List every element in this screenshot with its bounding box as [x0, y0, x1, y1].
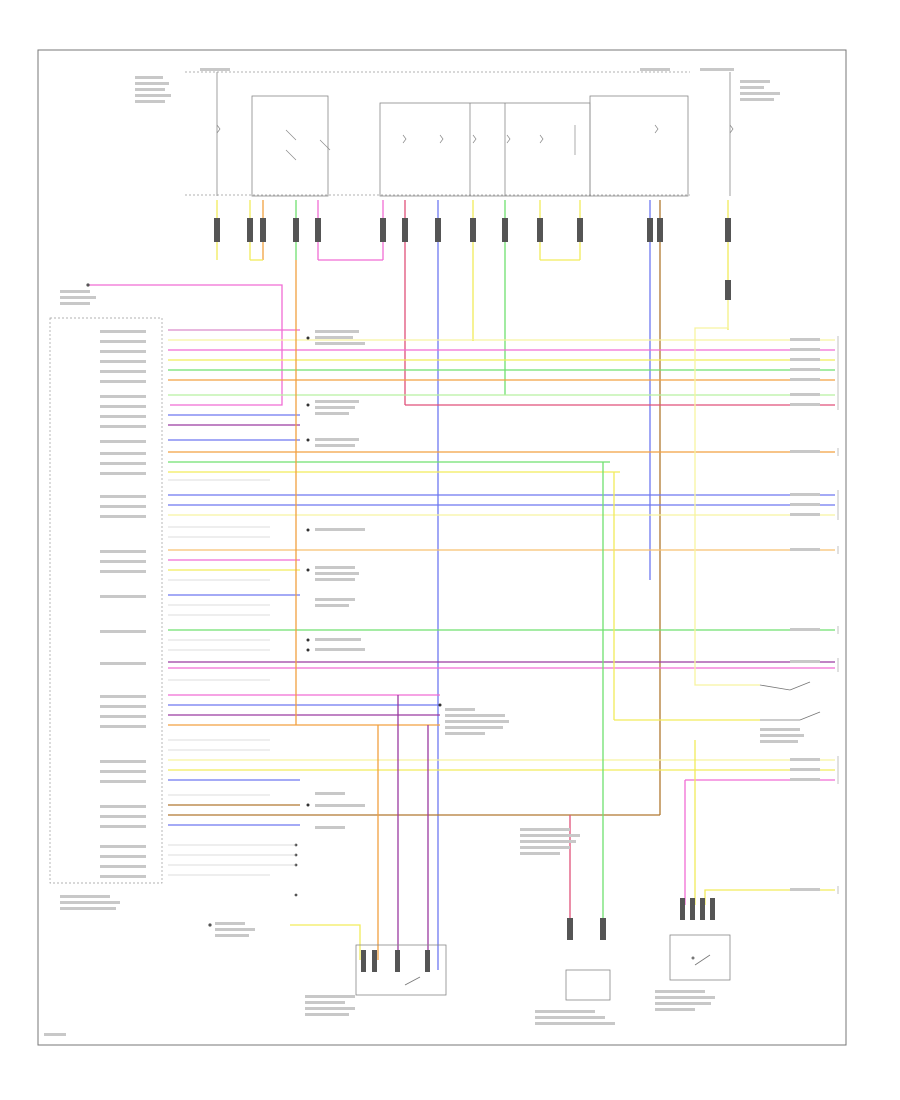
fuse-icon — [729, 124, 734, 134]
diagram-border — [37, 49, 847, 1046]
switch-icon — [404, 976, 421, 986]
micro-label-marks — [44, 68, 820, 1036]
fuse-icon — [472, 134, 477, 144]
fuel-injector-sensor — [565, 918, 611, 1001]
fuse-icon — [506, 134, 511, 144]
clutch-pedal-switch — [355, 944, 447, 996]
wire-pink-loop — [88, 284, 283, 406]
power-distribution-box — [185, 71, 731, 197]
fuse-icon — [216, 124, 221, 134]
vertical-wires — [290, 260, 835, 970]
top-wire-stubs — [216, 200, 729, 970]
engine-control-module-outline — [49, 317, 163, 884]
fuse-group — [216, 124, 734, 161]
splice-points — [306, 336, 442, 807]
fuse-icon — [402, 134, 407, 144]
switch-icon — [789, 681, 811, 691]
switch-icon — [694, 954, 711, 966]
fuse-icon — [654, 124, 659, 134]
fuse-icon — [539, 134, 544, 144]
brake-pedal-position-switch — [669, 898, 731, 981]
relay-switch-icon — [285, 129, 331, 161]
ecm-pin-rows — [168, 329, 296, 876]
harness-wires — [168, 329, 835, 826]
fuse-icon — [439, 134, 444, 144]
brake-switch-contacts — [759, 681, 821, 721]
connector-pins-top — [214, 218, 731, 300]
switch-icon — [799, 711, 821, 721]
